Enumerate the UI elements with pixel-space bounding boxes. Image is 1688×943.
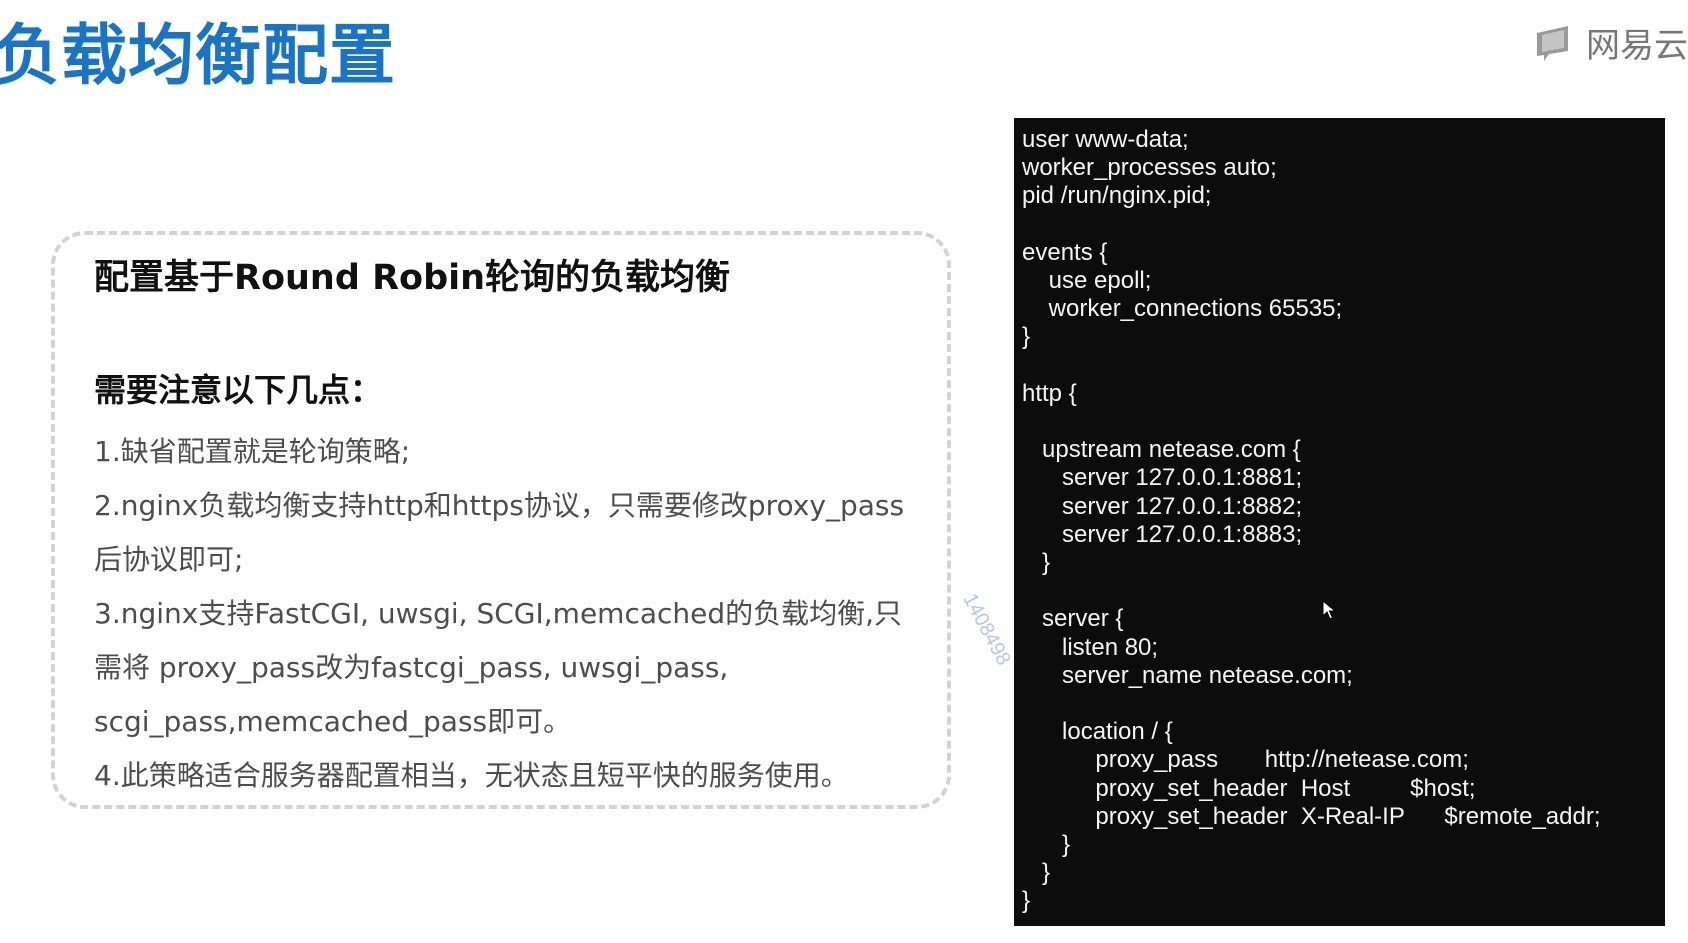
code-line: listen 80; bbox=[1022, 633, 1159, 661]
notes-list: 1.缺省配置就是轮询策略; 2.nginx负载均衡支持http和https协议，… bbox=[94, 425, 924, 803]
code-line: server_name netease.com; bbox=[1022, 661, 1353, 689]
notes-heading: 需要注意以下几点： bbox=[94, 371, 383, 409]
code-line: use epoll; bbox=[1022, 267, 1152, 295]
note-item: 4.此策略适合服务器配置相当，无状态且短平快的服务使用。 bbox=[94, 759, 849, 792]
code-line: } bbox=[1022, 887, 1031, 915]
netease-cloud-logo-icon bbox=[1537, 25, 1568, 61]
mouse-cursor-icon bbox=[1322, 600, 1336, 620]
code-line: user www-data; bbox=[1022, 126, 1189, 153]
code-line: } bbox=[1022, 549, 1051, 577]
code-line: } bbox=[1022, 831, 1071, 859]
code-line: proxy_set_header X-Real-IP $remote_addr; bbox=[1022, 802, 1601, 830]
code-line: worker_connections 65535; bbox=[1022, 295, 1343, 323]
note-item: 3.nginx支持FastCGI, uwsgi, SCGI,memcached的… bbox=[94, 597, 903, 738]
code-line: http { bbox=[1022, 379, 1077, 407]
code-line: server { bbox=[1022, 605, 1124, 633]
brand-name: 网易云 bbox=[1586, 26, 1688, 66]
code-line: location / { bbox=[1022, 718, 1173, 746]
code-line: } bbox=[1022, 859, 1051, 887]
note-item: 1.缺省配置就是轮询策略; bbox=[94, 435, 411, 468]
code-line: server 127.0.0.1:8881; bbox=[1022, 464, 1303, 492]
code-line: } bbox=[1022, 323, 1031, 351]
note-item: 2.nginx负载均衡支持http和https协议，只需要修改proxy_pas… bbox=[94, 489, 905, 576]
code-line: proxy_pass http://netease.com; bbox=[1022, 746, 1469, 774]
code-line: server 127.0.0.1:8883; bbox=[1022, 520, 1303, 548]
code-line: pid /run/nginx.pid; bbox=[1022, 182, 1212, 210]
info-box: 配置基于Round Robin轮询的负载均衡 需要注意以下几点： 1.缺省配置就… bbox=[51, 231, 951, 809]
code-line: worker_processes auto; bbox=[1022, 154, 1277, 182]
code-line: events { bbox=[1022, 238, 1108, 266]
box-heading: 配置基于Round Robin轮询的负载均衡 bbox=[94, 258, 731, 298]
watermark: 1408498 bbox=[958, 590, 1015, 670]
code-line: server 127.0.0.1:8882; bbox=[1022, 492, 1303, 520]
code-line: proxy_set_header Host $host; bbox=[1022, 774, 1476, 802]
code-line: upstream netease.com { bbox=[1022, 436, 1301, 464]
code-panel: user www-data; worker_processes auto; pi… bbox=[1014, 118, 1665, 926]
brand-logo: 网易云 bbox=[1534, 18, 1688, 67]
code-block: user www-data; worker_processes auto; pi… bbox=[1014, 118, 1665, 916]
page-title: 负载均衡配置 bbox=[0, 17, 396, 94]
